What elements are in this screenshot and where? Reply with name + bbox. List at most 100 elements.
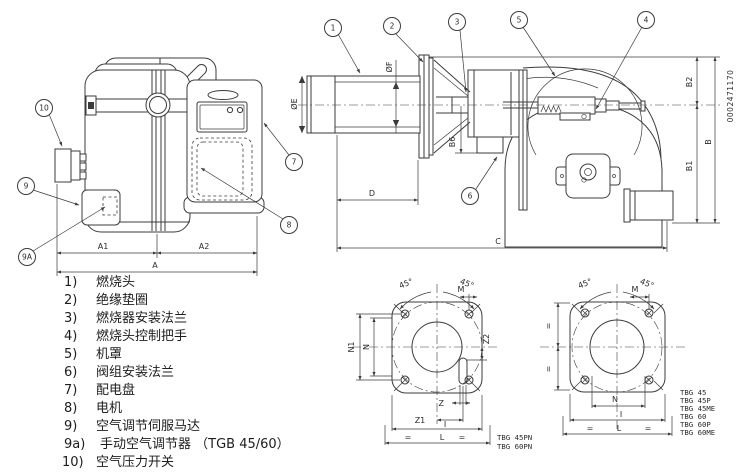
callout-4: 4	[595, 11, 655, 110]
dim-pn-i: I	[444, 420, 446, 429]
dim-c: C	[495, 237, 501, 246]
dim-std-l: L	[617, 424, 622, 433]
dim-pn-z1: Z1	[415, 416, 426, 425]
dim-pn-l: L	[440, 433, 445, 442]
part-label: 燃烧头控制把手	[96, 328, 187, 344]
dim-b: B	[704, 139, 713, 145]
callout-1-number: 1	[331, 24, 336, 33]
callout-3-number: 3	[455, 18, 460, 27]
dim-std-eq-right: =	[645, 424, 652, 433]
part-label: 空气压力开关	[96, 454, 174, 470]
motor-plate	[565, 153, 611, 199]
valve-group-flange	[476, 136, 504, 154]
part-number: 8)	[64, 401, 77, 416]
part-number: 9)	[64, 419, 77, 434]
flange-detail-pn: 45° 45° M N1 N Z2 Z Z1 I = L	[347, 277, 532, 451]
air-servo-motor	[81, 189, 121, 226]
front-dimensions: A1 A2 A	[56, 184, 258, 276]
callout-9: 9	[17, 177, 80, 206]
dim-pn-eq-right: =	[459, 433, 466, 442]
callout-6: 6	[461, 156, 498, 205]
flange-std-model-6: TBG 60ME	[680, 428, 715, 437]
dim-pn-n1: N1	[347, 341, 356, 352]
callout-9-number: 9	[24, 182, 29, 191]
part-label: 绝缘垫圈	[96, 292, 148, 308]
callout-5-number: 5	[517, 16, 522, 25]
dim-pn-angle-left: 45°	[398, 277, 415, 291]
parts-list: 1) 燃烧头 2) 绝缘垫圈 3) 燃烧器安装法兰 4) 燃烧头控制把手 5) …	[62, 274, 290, 470]
dim-std-n: N	[612, 395, 618, 404]
part-number: 6)	[64, 365, 77, 380]
dim-a: A	[152, 261, 158, 270]
part-number: 5)	[64, 347, 77, 362]
dim-b1: B1	[685, 161, 694, 172]
part-number: 1)	[64, 275, 77, 290]
motor-hidden-outline	[191, 137, 253, 201]
part-label: 空气调节伺服马达	[96, 418, 200, 434]
part-label: 电机	[96, 401, 122, 416]
callout-6-number: 6	[468, 192, 473, 201]
dim-std-m: M	[632, 285, 639, 294]
dim-oe: ØE	[289, 98, 299, 109]
dim-pn-m: M	[458, 285, 465, 294]
insulation-gasket	[428, 57, 434, 156]
part-label: 机罩	[96, 347, 122, 362]
dim-pn-z2: Z2	[482, 334, 491, 345]
callout-8: 8	[200, 167, 298, 234]
part-label: 配电盘	[96, 382, 135, 398]
dim-a2: A2	[199, 242, 210, 251]
flange-std-model-2: TBG 45P	[680, 396, 711, 405]
head-control-rod	[503, 96, 646, 121]
side-view: 1 2 3 5 4 6	[289, 11, 735, 252]
dim-pn-n: N	[362, 344, 371, 350]
dim-d: D	[369, 189, 375, 198]
part-label: 燃烧头	[96, 274, 135, 290]
part-number: 3)	[64, 311, 77, 326]
dim-std-angle-right: 45°	[639, 277, 656, 291]
dim-std-angle-left: 45°	[577, 277, 594, 291]
dim-b2: B2	[685, 77, 694, 88]
hood-outline	[522, 66, 662, 159]
housing-inner-arc	[527, 68, 643, 156]
part-number: 2)	[64, 293, 77, 308]
callout-2: 2	[383, 17, 424, 63]
flange-pn-bolt-holes	[400, 309, 474, 385]
flange-pn-model-2: TBG 60PN	[497, 442, 532, 451]
flange-pn-slot	[458, 357, 468, 385]
callout-3: 3	[448, 13, 468, 93]
flange-std-model-5: TBG 60P	[680, 420, 711, 429]
dim-pn-eq-left: =	[405, 433, 412, 442]
panel-display	[196, 101, 248, 133]
indicator-light	[236, 106, 244, 114]
part-number: 7)	[64, 383, 77, 398]
callout-9a-number: 9A	[22, 253, 33, 262]
part-label: 手动空气调节器 （TGB 45/60）	[100, 436, 290, 452]
dim-std-eq-upper: =	[544, 323, 553, 330]
callout-7: 7	[263, 122, 303, 171]
air-pressure-switch	[54, 148, 87, 183]
front-view: 10 9 9A 7 8 A1	[17, 57, 303, 276]
part-number: 9a)	[64, 437, 85, 452]
callout-2-number: 2	[390, 22, 395, 31]
drawing-number: 0002471170	[726, 70, 735, 123]
manual-air-regulator	[102, 196, 118, 216]
hood-inner-line	[522, 76, 599, 89]
dim-b6: B6	[448, 137, 457, 148]
flange-detail-std: 45° 45° M = = N I = L = TBG 45 TBG 45P T…	[540, 277, 715, 437]
part-number: 4)	[64, 329, 77, 344]
part-label: 阀组安装法兰	[96, 365, 174, 380]
callout-4-number: 4	[644, 16, 649, 25]
outlet-cylinder	[623, 188, 674, 223]
flange-std-model-1: TBG 45	[680, 388, 706, 397]
flange-std-model-3: TBG 45ME	[680, 404, 715, 413]
callout-5: 5	[510, 11, 556, 77]
callout-10-number: 10	[39, 104, 49, 113]
dim-of: ØF	[384, 61, 394, 72]
dim-std-eq-left: =	[587, 424, 594, 433]
flange-pn-model-1: TBG 45PN	[497, 433, 532, 442]
dim-pn-z: Z	[439, 399, 445, 408]
indicator-light	[226, 106, 234, 114]
side-dimensions: ØE ØF D C B6 B2 B1 B	[289, 56, 720, 252]
dim-a1: A1	[98, 242, 109, 251]
